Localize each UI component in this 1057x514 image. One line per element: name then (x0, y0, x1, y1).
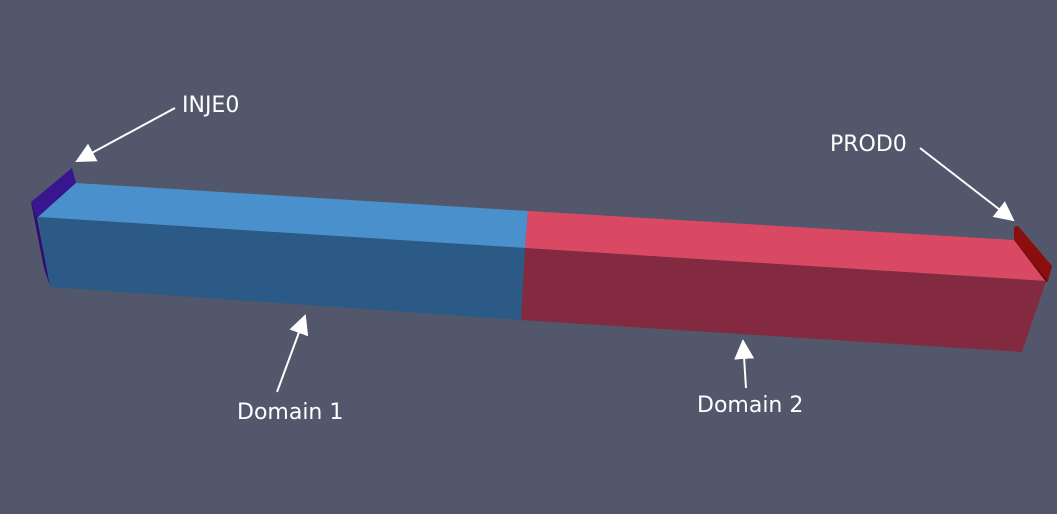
domain-1-label: Domain 1 (237, 400, 343, 425)
producer-arrow (919, 147, 1015, 222)
domain-2-label: Domain 2 (697, 393, 803, 418)
domain-1-top-face (38, 183, 528, 248)
domain-2-top-face (525, 211, 1046, 281)
producer-label: PROD0 (830, 132, 907, 157)
domain-1-arrow (276, 314, 309, 393)
injector-label: INJE0 (182, 93, 239, 118)
domain-1-block (38, 183, 528, 320)
domain-2-block (521, 211, 1046, 352)
domain-2-front-face (521, 248, 1046, 352)
domain-1-front-face (38, 217, 525, 320)
domain-2-arrow (734, 339, 755, 389)
annotation-arrows (75, 107, 1015, 393)
injector-well-block (31, 168, 76, 286)
injector-arrow (75, 107, 176, 162)
producer-well-block (1014, 226, 1052, 282)
